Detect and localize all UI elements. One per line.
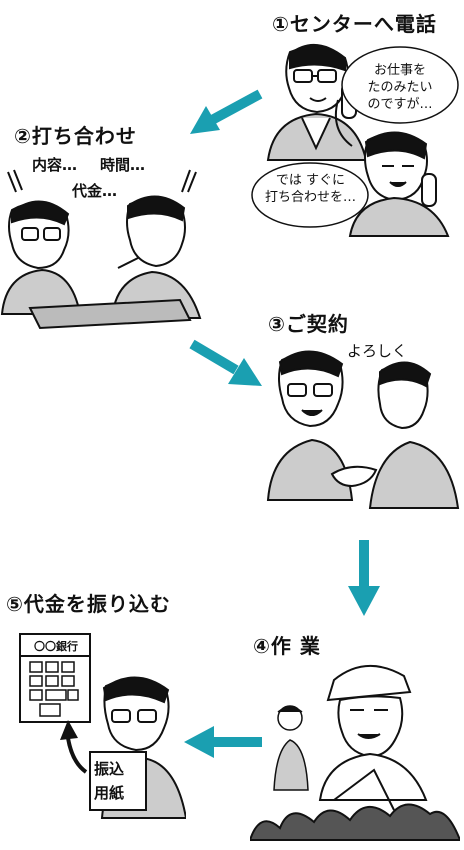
arrow-step4-to-step5 — [184, 726, 262, 758]
staff-figure — [110, 195, 202, 319]
bank-sign: 〇〇銀行 — [34, 640, 78, 653]
step3-illustration — [266, 350, 460, 509]
client-handshake-figure — [368, 361, 460, 509]
caller-figure — [266, 43, 368, 161]
meeting-word-content: 内容… — [32, 156, 78, 174]
staff-handshake-figure — [266, 350, 354, 501]
meeting-word-price: 代金… — [72, 182, 118, 200]
step1-illustration — [251, 43, 459, 237]
caller-speech: お仕事を たのみたい のですが… — [367, 63, 433, 112]
worker-figure — [318, 664, 428, 811]
slip-label-line1: 振込 — [94, 760, 125, 778]
client-figure — [0, 200, 82, 315]
small-staff-figure — [273, 705, 309, 791]
arrow-step1-to-step2 — [190, 89, 263, 134]
step2-title: ②打ち合わせ — [14, 124, 137, 148]
step5-illustration — [19, 633, 186, 819]
meeting-table — [28, 298, 192, 330]
handshake-speech: よろしく — [347, 342, 408, 360]
step5-title: ⑤代金を振り込む — [6, 592, 171, 616]
step1-title: ①センターへ電話 — [272, 12, 437, 36]
operator-figure — [348, 131, 450, 237]
step4-title: ④作 業 — [253, 634, 321, 658]
arrow-step2-to-step3 — [189, 339, 262, 386]
step2-illustration — [0, 169, 202, 330]
step3-title: ③ご契約 — [268, 312, 349, 336]
curved-arrow — [66, 737, 88, 774]
arrow-step3-to-step4 — [348, 540, 380, 616]
handshake — [330, 465, 378, 488]
operator-speech: では すぐに 打ち合わせを… — [264, 173, 356, 205]
slip-label-line2: 用紙 — [94, 784, 125, 802]
meeting-word-time: 時間… — [100, 156, 146, 174]
shrubbery — [250, 803, 460, 841]
step4-illustration — [250, 664, 460, 841]
transfer-slip — [89, 751, 147, 811]
bank-atm — [19, 633, 91, 723]
